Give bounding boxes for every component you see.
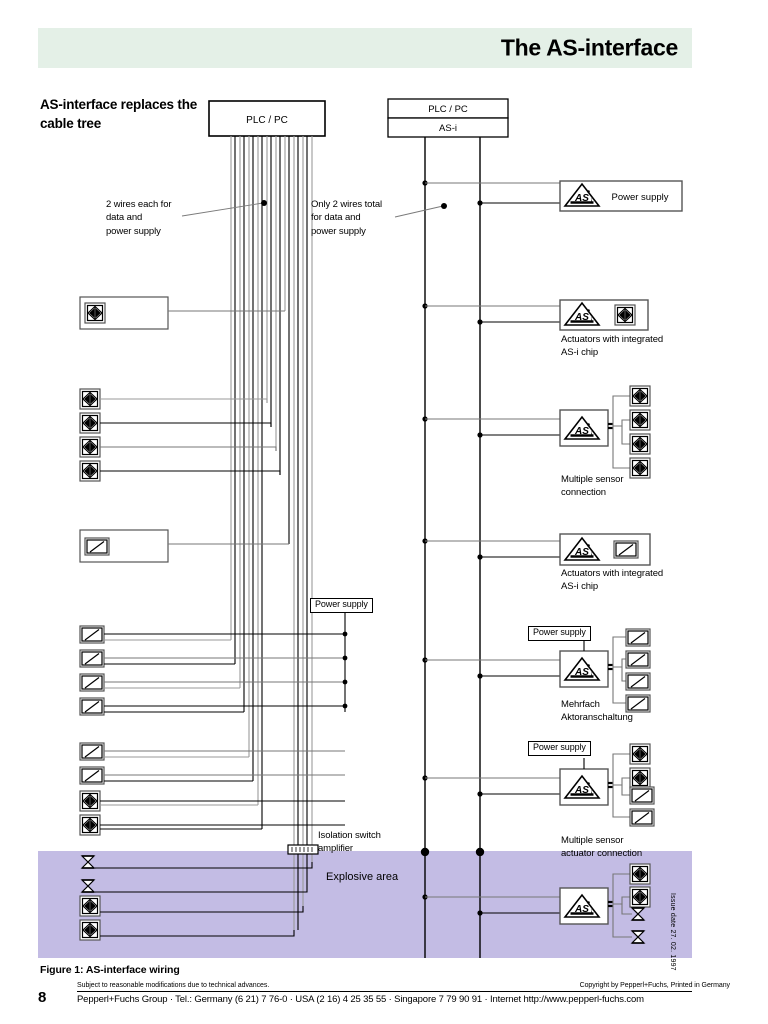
left-actuator-group-2 [79, 742, 345, 836]
asi-actuator-module-1 [425, 299, 649, 331]
asi-bus-lines [424, 137, 481, 958]
left-sensor-group [79, 388, 281, 482]
actuators-integrated-label-2: Actuators with integrated AS-i chip [561, 568, 664, 593]
asi-mehrfach-module [425, 628, 651, 713]
right-annotation-leader [394, 203, 447, 218]
header-band: The AS-interface [38, 28, 692, 68]
footer-divider [77, 991, 692, 992]
multiple-sensor-connection-label: Multiple sensor connection [561, 474, 624, 499]
left-sensor-housing [79, 296, 285, 330]
issue-date-label: Issue date 27. 02. 1997 [669, 893, 676, 971]
asi-multi-sensor-module [425, 385, 651, 479]
asi-actuator-module-2 [425, 533, 651, 566]
left-annotation-leader [181, 200, 267, 217]
explosive-area-label: Explosive area [326, 871, 399, 883]
isolation-switch-amplifier-label: Isolation switch amplifier [318, 830, 381, 855]
right-plc-box: PLC / PC AS-i [387, 98, 509, 138]
left-wires-annotation: 2 wires each for data and power supply [106, 199, 172, 237]
footer-contact: Pepperl+Fuchs Group · Tel.: Germany (6 2… [77, 994, 644, 1005]
asi-power-supply-module: Power supply [425, 180, 683, 212]
cable-tree-bundle [230, 136, 313, 930]
multiple-sensor-actuator-label: Multiple sensor actuator connection [561, 835, 643, 860]
footer-disclaimer: Subject to reasonable modifications due … [77, 982, 270, 989]
asi-bus-junctions [420, 180, 485, 916]
power-supply-label-mehrfach: Power supply [528, 626, 591, 641]
svg-text:PLC / PC: PLC / PC [246, 115, 288, 126]
left-actuator-housing [79, 529, 289, 563]
left-actuator-group-1 [79, 625, 348, 716]
asi-multi-sensor-actuator-module [425, 743, 655, 827]
asi-ex-module [425, 863, 651, 944]
power-supply-label-left: Power supply [310, 598, 373, 613]
svg-text:AS-i: AS-i [439, 123, 457, 134]
explosive-left-devices [79, 855, 313, 941]
svg-text:PLC / PC: PLC / PC [428, 104, 468, 115]
figure-caption: Figure 1: AS-interface wiring [40, 964, 180, 976]
actuators-integrated-label-1: Actuators with integrated AS-i chip [561, 334, 664, 359]
left-plc-box: PLC / PC [208, 100, 326, 137]
mehrfach-aktoranschaltung-label: Mehrfach Aktoranschaltung [561, 699, 633, 724]
right-wires-annotation: Only 2 wires total for data and power su… [311, 199, 383, 237]
footer-copyright: Copyright by Pepperl+Fuchs, Printed in G… [579, 982, 730, 989]
section-heading: AS-interface replaces the cable tree [40, 97, 198, 131]
page-number: 8 [38, 989, 47, 1006]
power-supply-label-multi-sa: Power supply [528, 741, 591, 756]
page-title: The AS-interface [500, 34, 678, 61]
power-supply-module-label: Power supply [611, 192, 668, 203]
isolation-switch-amplifier-block [287, 844, 319, 855]
